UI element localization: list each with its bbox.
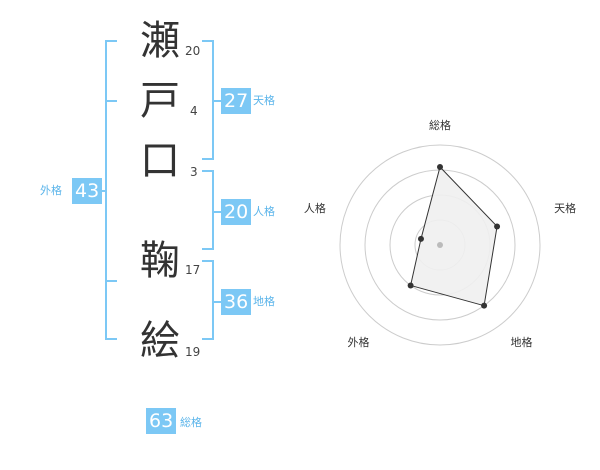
stroke-count-3: 3 bbox=[190, 165, 198, 179]
jinkaku-bracket-top bbox=[202, 170, 214, 172]
gaikaku-bracket-mid2 bbox=[105, 280, 117, 282]
radar-axis-label-5: 人格 bbox=[304, 201, 326, 215]
radar-center-dot bbox=[437, 242, 443, 248]
chikaku-connector bbox=[212, 301, 222, 303]
jinkaku-connector bbox=[212, 211, 222, 213]
tenkaku-score-badge: 27 bbox=[221, 88, 252, 114]
stroke-count-2: 4 bbox=[190, 104, 198, 118]
soukaku-label: 総格 bbox=[180, 416, 202, 429]
jinkaku-label: 人格 bbox=[253, 205, 275, 218]
radar-point-5 bbox=[417, 235, 424, 242]
stroke-count-5: 19 bbox=[185, 345, 201, 359]
radar-point-2 bbox=[494, 223, 501, 230]
soukaku-score-badge: 63 bbox=[146, 408, 177, 434]
radar-axis-label-2: 天格 bbox=[554, 201, 576, 215]
gaikaku-bracket-bottom bbox=[105, 338, 117, 340]
tenkaku-bracket-bottom bbox=[202, 158, 214, 160]
name-char-1: 瀬 bbox=[140, 18, 180, 64]
radar-axis-label-1: 総格 bbox=[429, 118, 451, 132]
gaikaku-bracket-mid bbox=[105, 100, 117, 102]
tenkaku-bracket-top bbox=[202, 40, 214, 42]
chikaku-bracket-vertical bbox=[212, 260, 214, 340]
radar-point-4 bbox=[407, 282, 414, 289]
jinkaku-bracket-vertical bbox=[212, 170, 214, 250]
name-char-5: 絵 bbox=[140, 318, 180, 364]
gaikaku-bracket-vertical bbox=[105, 40, 107, 340]
name-char-2: 戸 bbox=[140, 78, 180, 124]
stroke-count-4: 17 bbox=[185, 263, 201, 277]
chikaku-score-badge: 36 bbox=[221, 289, 252, 315]
stroke-count-1: 20 bbox=[185, 44, 201, 58]
gaikaku-label: 外格 bbox=[40, 184, 62, 197]
name-char-3: 口 bbox=[140, 138, 180, 184]
tenkaku-connector bbox=[212, 100, 222, 102]
radar-area bbox=[410, 166, 498, 307]
radar-axis-label-4: 外格 bbox=[347, 335, 369, 349]
radar-point-1 bbox=[437, 164, 443, 170]
gaikaku-score-badge: 43 bbox=[72, 178, 103, 204]
gaikaku-bracket-top bbox=[105, 40, 117, 42]
radar-ring-4 bbox=[339, 144, 541, 346]
radar-point-3 bbox=[481, 302, 488, 309]
chikaku-bracket-top bbox=[202, 260, 214, 262]
name-char-4: 鞠 bbox=[140, 238, 180, 284]
radar-axis-label-3: 地格 bbox=[511, 335, 533, 349]
jinkaku-score-badge: 20 bbox=[221, 199, 252, 225]
tenkaku-label: 天格 bbox=[253, 94, 275, 107]
chikaku-label: 地格 bbox=[253, 295, 275, 308]
chikaku-bracket-bottom bbox=[202, 338, 214, 340]
jinkaku-bracket-bottom bbox=[202, 248, 214, 250]
